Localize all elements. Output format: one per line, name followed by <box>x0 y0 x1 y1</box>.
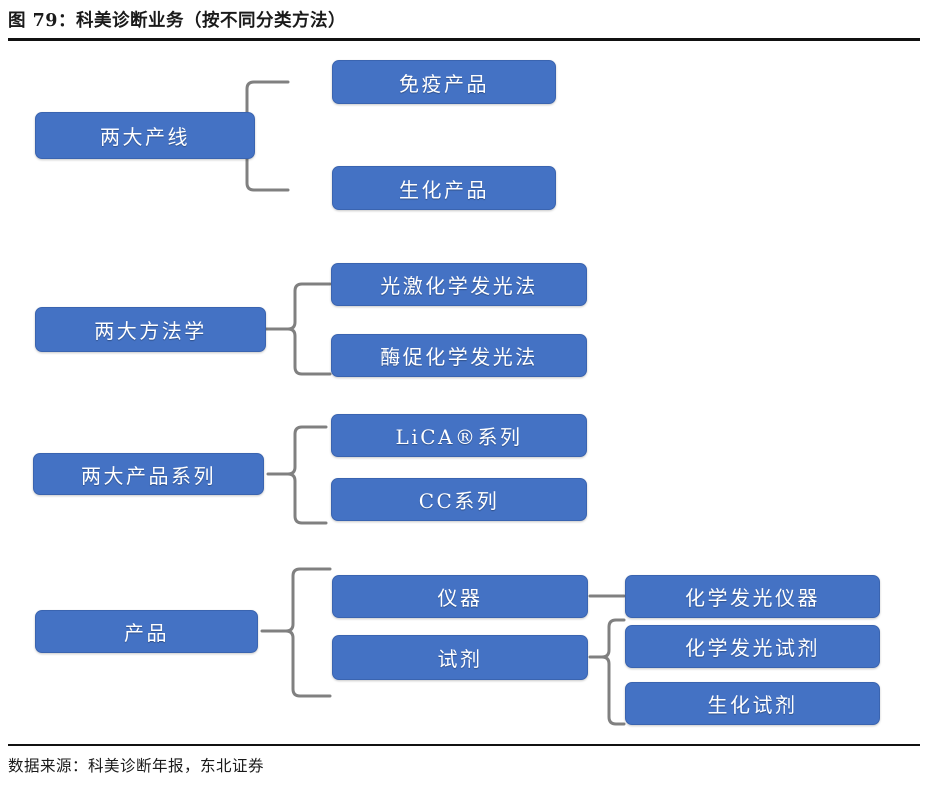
connector-reagent-to-reagents <box>588 618 626 726</box>
page-title: 图 79：科美诊断业务（按不同分类方法） <box>8 11 346 31</box>
org-diagram: 两大产线 免疫产品 生化产品 两大方法学 光激化学发光法 酶促化学发光法 两大产… <box>0 44 928 742</box>
source-note: 数据来源：科美诊断年报，东北证券 <box>8 757 265 775</box>
node-immunoassay-products[interactable]: 免疫产品 <box>332 60 556 104</box>
node-two-methodologies[interactable]: 两大方法学 <box>35 307 266 352</box>
connector-group-product-series <box>266 425 328 525</box>
node-biochemistry-products[interactable]: 生化产品 <box>332 166 556 210</box>
node-reagents[interactable]: 试剂 <box>332 635 588 680</box>
node-two-product-series[interactable]: 两大产品系列 <box>33 453 264 495</box>
source-divider <box>8 744 920 746</box>
node-two-product-lines[interactable]: 两大产线 <box>35 112 255 159</box>
connector-group-products <box>260 567 332 698</box>
node-cc-series[interactable]: CC系列 <box>331 478 587 521</box>
node-lica-series[interactable]: LiCA®系列 <box>331 414 587 457</box>
node-chemiluminescence-reagent[interactable]: 化学发光试剂 <box>625 625 880 668</box>
node-biochemistry-reagent[interactable]: 生化试剂 <box>625 682 880 725</box>
figure-title-bar: 图 79：科美诊断业务（按不同分类方法） <box>8 8 920 42</box>
node-chemiluminescence-instrument[interactable]: 化学发光仪器 <box>625 575 880 618</box>
connector-group-methodologies <box>264 282 332 376</box>
node-lica-method[interactable]: 光激化学发光法 <box>331 263 587 306</box>
title-divider <box>8 38 920 41</box>
node-enzyme-method[interactable]: 酶促化学发光法 <box>331 334 587 377</box>
node-instruments[interactable]: 仪器 <box>332 575 588 618</box>
node-products[interactable]: 产品 <box>35 610 258 653</box>
